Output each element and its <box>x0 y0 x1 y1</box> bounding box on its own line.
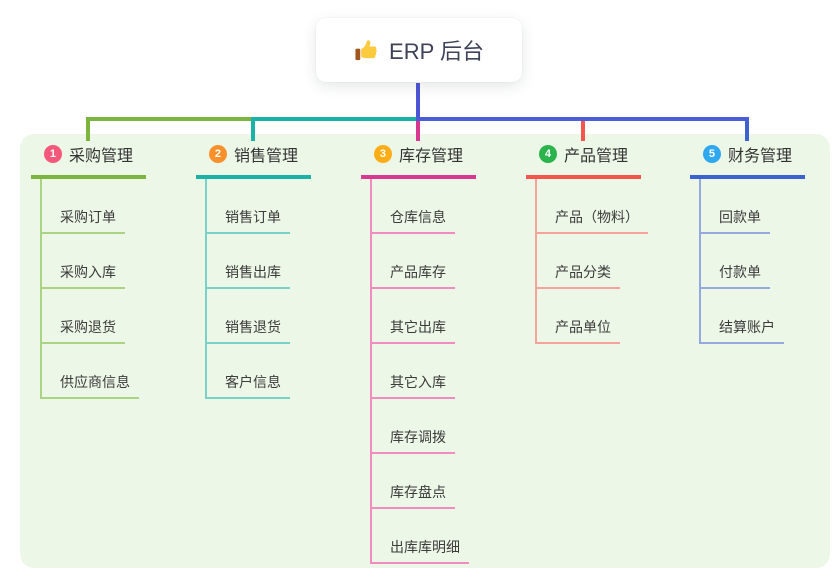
child-node[interactable]: 仓库信息 <box>372 179 455 234</box>
branch-number-badge: 2 <box>208 145 227 163</box>
branch-number-badge: 5 <box>702 145 721 163</box>
child-node[interactable]: 采购入库 <box>42 234 125 289</box>
child-node[interactable]: 库存盘点 <box>372 454 455 509</box>
child-node[interactable]: 付款单 <box>701 234 770 289</box>
branch-label: 产品管理 <box>563 148 628 165</box>
branch-label: 销售管理 <box>233 148 298 165</box>
child-node[interactable]: 其它入库 <box>372 344 455 399</box>
child-node[interactable]: 出库库明细 <box>372 509 469 564</box>
branch-children: 产品（物料） 产品分类 产品单位 <box>535 179 648 344</box>
branch-children: 仓库信息 产品库存 其它出库 其它入库 库存调拨 库存盘点 出库库明细 <box>370 179 469 564</box>
branch-drop-line <box>745 117 749 141</box>
background-panel <box>20 134 830 568</box>
child-node[interactable]: 销售退货 <box>207 289 290 344</box>
branch-drop-line <box>416 117 420 141</box>
root-node[interactable]: ERP 后台 <box>316 18 522 82</box>
branch-finance: 5 财务管理 回款单 付款单 结算账户 <box>690 142 805 344</box>
branch-drop-line <box>251 117 255 141</box>
child-node[interactable]: 供应商信息 <box>42 344 139 399</box>
trunk-line-right <box>416 117 749 121</box>
branch-finance-title[interactable]: 5 财务管理 <box>690 142 805 179</box>
child-node[interactable]: 客户信息 <box>207 344 290 399</box>
branch-drop-line <box>86 117 90 141</box>
root-label: ERP 后台 <box>389 39 484 64</box>
branch-children: 采购订单 采购入库 采购退货 供应商信息 <box>40 179 139 399</box>
child-node[interactable]: 销售订单 <box>207 179 290 234</box>
thumbs-up-icon <box>355 39 377 60</box>
branch-children: 回款单 付款单 结算账户 <box>699 179 784 344</box>
trunk-line-left <box>86 117 253 121</box>
branch-number-badge: 1 <box>43 145 62 163</box>
child-node[interactable]: 库存调拨 <box>372 399 455 454</box>
branch-label: 库存管理 <box>398 148 463 165</box>
branch-inventory: 3 库存管理 仓库信息 产品库存 其它出库 其它入库 库存调拨 库存盘点 出库库… <box>361 142 476 564</box>
child-node[interactable]: 销售出库 <box>207 234 290 289</box>
child-node[interactable]: 产品分类 <box>537 234 620 289</box>
child-node[interactable]: 产品（物料） <box>537 179 648 234</box>
branch-purchase: 1 采购管理 采购订单 采购入库 采购退货 供应商信息 <box>31 142 146 399</box>
branch-drop-line <box>581 117 585 141</box>
branch-number-badge: 4 <box>538 145 557 163</box>
child-node[interactable]: 采购退货 <box>42 289 125 344</box>
child-node[interactable]: 产品单位 <box>537 289 620 344</box>
trunk-line-mid <box>251 117 418 121</box>
child-node[interactable]: 结算账户 <box>701 289 784 344</box>
branch-sales-title[interactable]: 2 销售管理 <box>196 142 311 179</box>
child-node[interactable]: 其它出库 <box>372 289 455 344</box>
branch-inventory-title[interactable]: 3 库存管理 <box>361 142 476 179</box>
branch-label: 采购管理 <box>68 148 133 165</box>
child-node[interactable]: 采购订单 <box>42 179 125 234</box>
branch-label: 财务管理 <box>727 148 792 165</box>
branch-product: 4 产品管理 产品（物料） 产品分类 产品单位 <box>526 142 648 344</box>
branch-sales: 2 销售管理 销售订单 销售出库 销售退货 客户信息 <box>196 142 311 399</box>
branch-number-badge: 3 <box>373 145 392 163</box>
branch-purchase-title[interactable]: 1 采购管理 <box>31 142 146 179</box>
child-node[interactable]: 回款单 <box>701 179 770 234</box>
root-connector-line <box>416 83 420 117</box>
branch-children: 销售订单 销售出库 销售退货 客户信息 <box>205 179 290 399</box>
branch-product-title[interactable]: 4 产品管理 <box>526 142 641 179</box>
child-node[interactable]: 产品库存 <box>372 234 455 289</box>
